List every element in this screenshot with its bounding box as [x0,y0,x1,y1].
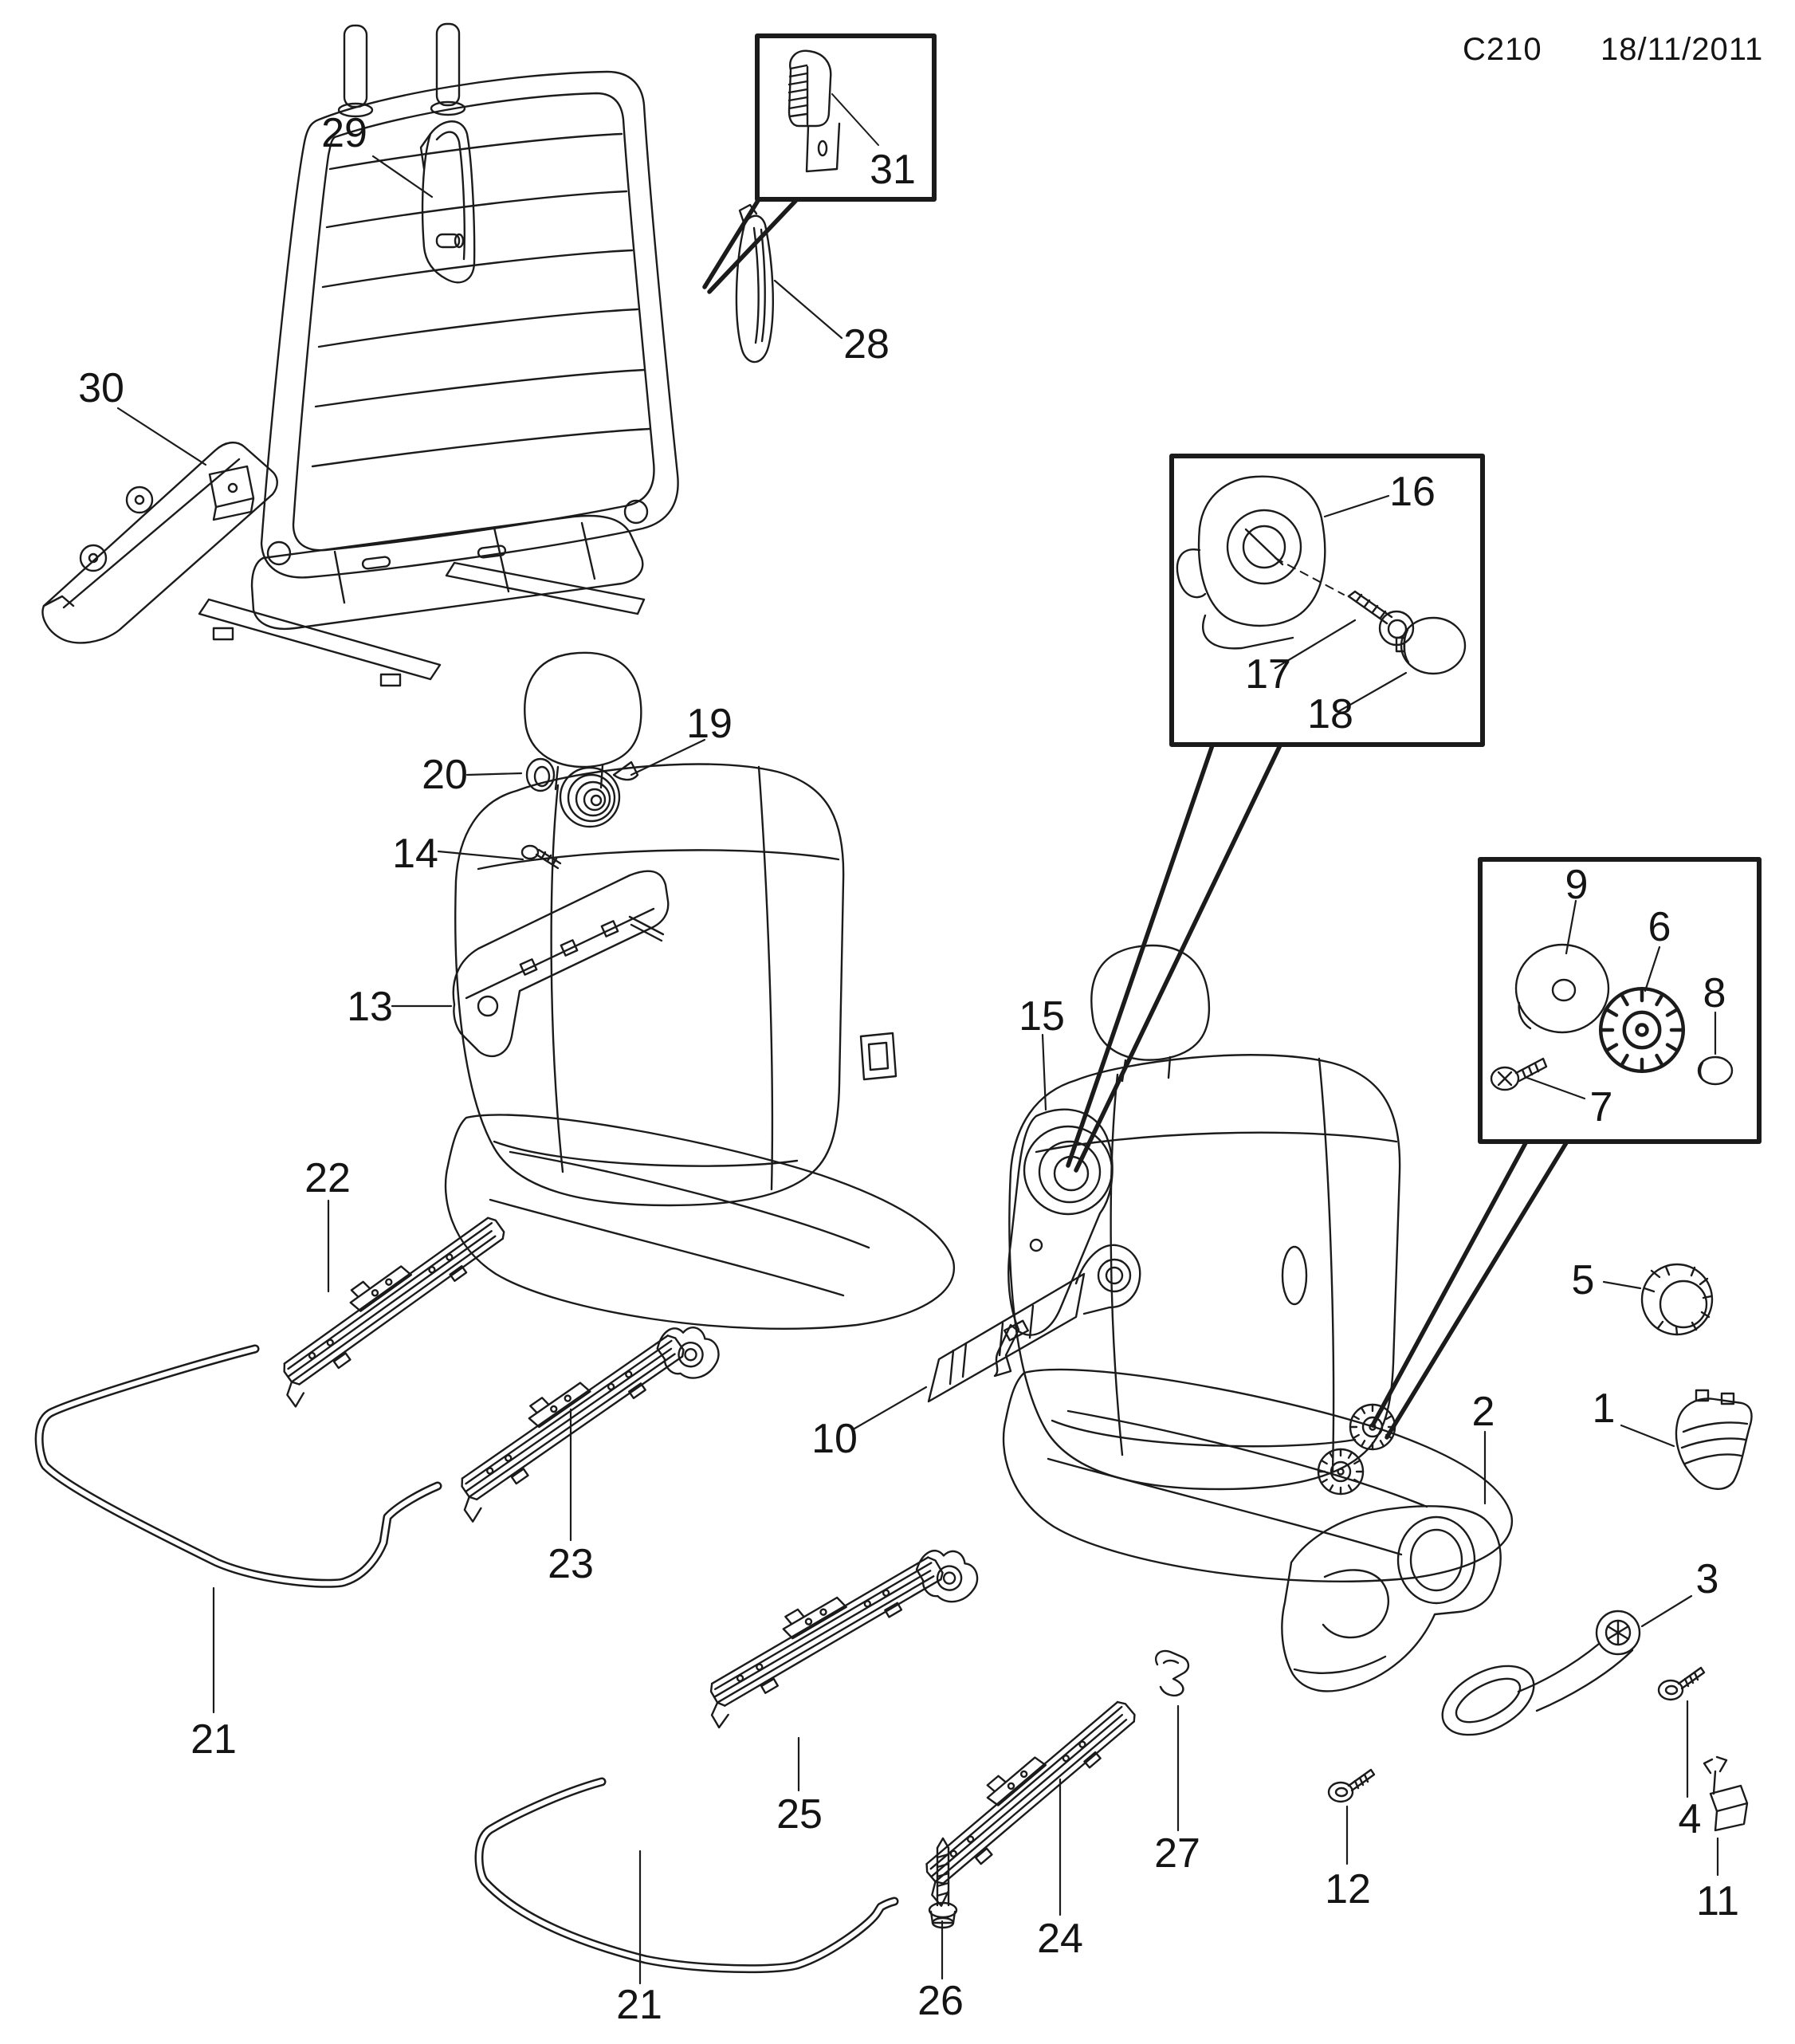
callout-28: 28 [843,321,890,368]
callout-21-a: 21 [190,1716,237,1763]
callout-15: 15 [1019,993,1065,1040]
part-20-drawing [525,757,556,792]
part-8-drawing [1697,1055,1734,1086]
leader-lines [116,155,1719,1985]
wire-21a-drawing [34,1344,442,1588]
seat-frame-drawing [198,22,679,687]
seat-adjuster-knob-lower [1317,1448,1365,1496]
callout-20: 20 [422,752,468,798]
callout-13: 13 [347,984,393,1030]
callout-14: 14 [392,831,438,877]
callout-4: 4 [1678,1796,1702,1842]
rail-22-drawing [258,1197,517,1408]
callout-31: 31 [870,147,916,193]
callout-23: 23 [548,1541,594,1587]
part-13-drawing [452,870,670,1058]
callout-18: 18 [1307,691,1353,737]
part-5-drawing [1640,1263,1714,1336]
callout-10: 10 [811,1416,858,1462]
callout-6: 6 [1648,904,1671,950]
callout-17: 17 [1245,651,1291,698]
inset-box-31 [755,33,937,202]
callout-2: 2 [1471,1389,1495,1435]
callout-5: 5 [1571,1257,1595,1303]
callout-8: 8 [1703,970,1726,1016]
page-code: C210 [1463,32,1542,67]
part-17-drawing [1347,590,1415,647]
callout-9: 9 [1565,862,1589,908]
rail-23-drawing [436,1311,728,1523]
inset-box-6-7-8-9 [1478,857,1762,1144]
part-19-drawing [559,761,639,828]
callout-25: 25 [776,1791,823,1838]
callout-11: 11 [1696,1878,1739,1924]
callout-19: 19 [686,701,733,747]
callout-3: 3 [1695,1556,1719,1602]
callout-24: 24 [1037,1916,1083,1962]
thick-pointer-lines [702,197,1569,1440]
callout-21-b: 21 [616,1982,662,2028]
part-11-drawing [1703,1755,1749,1832]
inset-box-16-17-18 [1169,454,1485,747]
callout-16: 16 [1389,469,1436,515]
page-date: 18/11/2011 [1601,32,1764,67]
rail-25-drawing [686,1535,986,1729]
part-1-drawing [1675,1389,1753,1490]
part-31-drawing [788,49,841,173]
left-seat-drawing [444,651,956,1331]
part-16-drawing [1176,475,1326,650]
part-2-drawing [1281,1505,1502,1692]
part-14-drawing [520,844,562,870]
part-3-drawing [1441,1610,1641,1736]
callout-27: 27 [1154,1830,1200,1877]
part-12-drawing [1327,1768,1376,1803]
part-7-drawing [1490,1057,1548,1091]
wire-21b-drawing [474,1777,899,1974]
callout-1: 1 [1592,1386,1616,1432]
callout-12: 12 [1325,1866,1371,1912]
callout-22: 22 [304,1155,351,1201]
part-9-drawing [1514,943,1610,1034]
headrest-guide-sleeves [337,22,466,118]
part-29-drawing [419,120,476,284]
callout-26: 26 [917,1978,964,2024]
right-seat-drawing [1002,944,1514,1583]
part-6-drawing [1601,989,1683,1071]
callout-29: 29 [321,110,367,156]
part-10-drawing [927,1244,1141,1403]
callout-7: 7 [1589,1084,1613,1130]
callout-30: 30 [78,365,124,411]
part-15-drawing [993,1108,1114,1378]
part-18-drawing [1395,616,1467,675]
part-4-drawing [1657,1666,1706,1701]
part-30-drawing [41,441,278,644]
part-27-drawing [1155,1649,1190,1696]
